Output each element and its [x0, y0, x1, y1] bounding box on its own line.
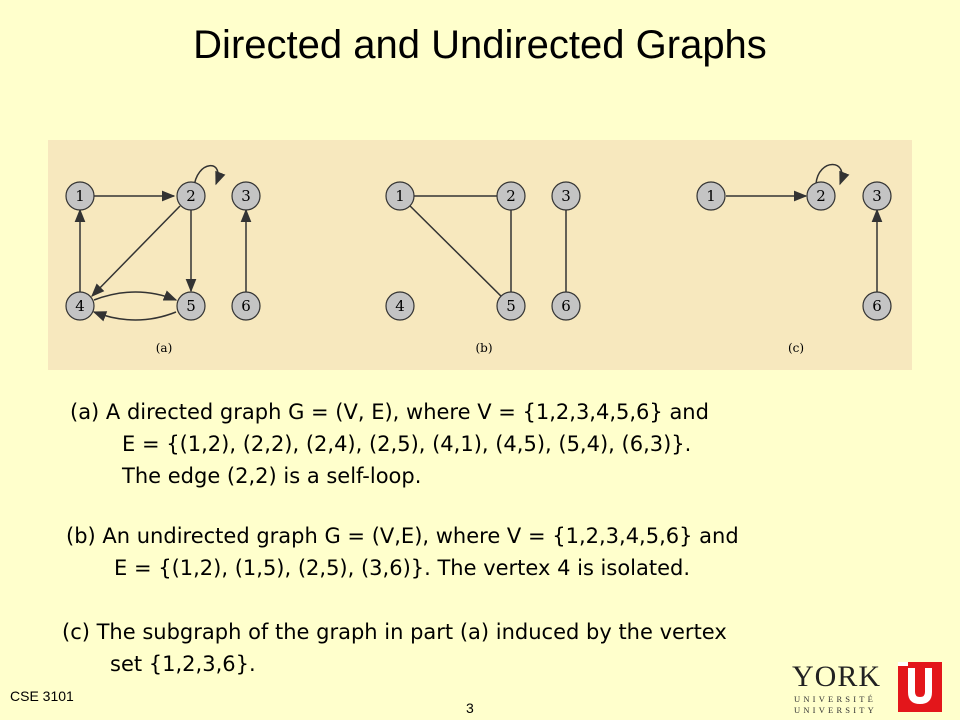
vertex-c-6: 6	[862, 291, 892, 321]
vertex-a-3: 3	[231, 181, 261, 211]
svg-text:6: 6	[241, 297, 251, 315]
svg-text:3: 3	[561, 187, 571, 205]
caption-a-line1: (a) A directed graph G = (V, E), where V…	[70, 400, 709, 424]
vertex-a-1: 1	[65, 181, 95, 211]
caption-a-line2: E = {(1,2), (2,2), (2,4), (2,5), (4,1), …	[122, 432, 692, 456]
caption-c: (c) The subgraph of the graph in part (a…	[62, 616, 727, 680]
vertex-b-4: 4	[385, 291, 415, 321]
vertex-a-6: 6	[231, 291, 261, 321]
svg-text:3: 3	[872, 187, 882, 205]
page-number: 3	[466, 700, 474, 716]
caption-a: (a) A directed graph G = (V, E), where V…	[70, 396, 709, 492]
svg-text:2: 2	[506, 187, 516, 205]
vertex-c-1: 1	[696, 181, 726, 211]
svg-text:2: 2	[186, 187, 196, 205]
svg-text:3: 3	[241, 187, 251, 205]
caption-b: (b) An undirected graph G = (V,E), where…	[66, 520, 739, 584]
svg-text:5: 5	[186, 297, 196, 315]
edge-a-5-4	[92, 311, 177, 322]
graph-figure: 1 2 3 4 5 6 1 2 3 4 5 6 1 2 3 6 (a) (b) …	[48, 140, 912, 370]
vertex-a-4: 4	[65, 291, 95, 321]
vertex-c-3: 3	[862, 181, 892, 211]
svg-text:1: 1	[706, 187, 716, 205]
vertex-b-5: 5	[496, 291, 526, 321]
edge-b-1-5	[399, 195, 512, 307]
svg-text:1: 1	[75, 187, 85, 205]
graph-a-vertices: 1 2 3 4 5 6	[65, 181, 261, 321]
figure-label-a: (a)	[156, 341, 173, 355]
figure-label-c: (c)	[788, 341, 804, 355]
york-logo: YORK UNIVERSITÉ UNIVERSITY	[792, 660, 942, 716]
edge-c-2-2-loop	[815, 163, 850, 186]
graph-a-edges	[74, 165, 252, 322]
caption-a-line3: The edge (2,2) is a self-loop.	[122, 464, 422, 488]
caption-c-line2: set {1,2,3,6}.	[110, 652, 256, 676]
graph-b-vertices: 1 2 3 4 5 6	[385, 181, 581, 321]
vertex-b-2: 2	[496, 181, 526, 211]
course-code: CSE 3101	[10, 688, 74, 704]
svg-text:6: 6	[872, 297, 882, 315]
svg-text:5: 5	[506, 297, 516, 315]
york-subtitle-fr: UNIVERSITÉ	[794, 694, 877, 704]
figure-label-b: (b)	[475, 341, 492, 355]
edge-a-2-2-loop	[193, 165, 226, 189]
caption-b-line1: (b) An undirected graph G = (V,E), where…	[66, 524, 739, 548]
vertex-b-6: 6	[551, 291, 581, 321]
graph-b-edges	[399, 195, 567, 307]
caption-c-line1: (c) The subgraph of the graph in part (a…	[62, 620, 727, 644]
york-wordmark: YORK	[792, 660, 882, 693]
caption-b-line2: E = {(1,2), (1,5), (2,5), (3,6)}. The ve…	[114, 556, 691, 580]
slide-title: Directed and Undirected Graphs	[193, 23, 767, 67]
graph-figure-svg: 1 2 3 4 5 6 1 2 3 4 5 6 1 2 3 6 (a) (b) …	[65, 163, 892, 355]
york-u-mark-icon	[898, 662, 942, 712]
vertex-b-3: 3	[551, 181, 581, 211]
edge-a-2-4	[91, 205, 181, 297]
vertex-c-2: 2	[806, 181, 836, 211]
graph-c-edges	[726, 163, 883, 292]
svg-text:6: 6	[561, 297, 571, 315]
vertex-a-5: 5	[176, 291, 206, 321]
edge-a-4-5	[93, 290, 178, 301]
svg-text:4: 4	[75, 297, 85, 315]
svg-text:2: 2	[816, 187, 826, 205]
vertex-b-1: 1	[385, 181, 415, 211]
vertex-a-2: 2	[176, 181, 206, 211]
graph-c-vertices: 1 2 3 6	[696, 181, 892, 321]
svg-text:4: 4	[395, 297, 405, 315]
york-subtitle-en: UNIVERSITY	[794, 705, 877, 715]
svg-text:1: 1	[395, 187, 405, 205]
